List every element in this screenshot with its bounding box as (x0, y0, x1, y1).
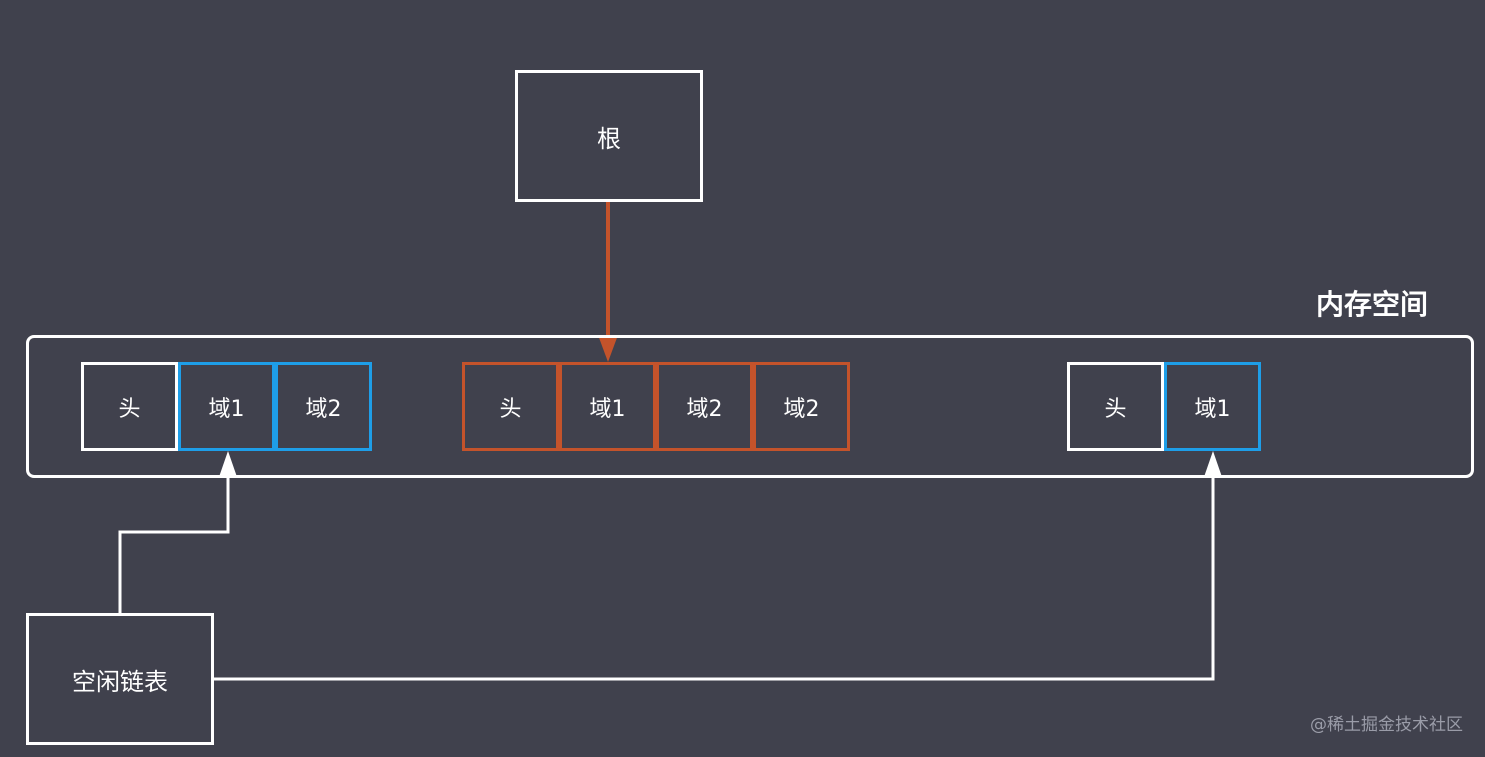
cell-label: 头 (118, 396, 141, 422)
block-3-field-1-cell: 域1 (1164, 362, 1261, 451)
cell-label: 域2 (305, 396, 342, 422)
free-list-arrowhead-2 (1204, 451, 1222, 477)
cell-label: 头 (1104, 396, 1127, 422)
cell-label: 头 (499, 396, 522, 422)
cell-label: 域1 (1194, 396, 1231, 422)
block-1-field-2-cell: 域2 (275, 362, 372, 451)
block-2-field-2-cell: 域2 (656, 362, 753, 451)
block-1-header-cell: 头 (81, 362, 178, 451)
free-list-link-1 (118, 470, 230, 613)
watermark: @稀土掘金技术社区 (1310, 715, 1463, 735)
root-label: 根 (597, 124, 621, 153)
root-pointer-arrowhead (598, 335, 618, 362)
free-list-link-2 (214, 470, 1215, 681)
free-list-arrowhead-1 (219, 451, 237, 477)
cell-label: 域2 (783, 396, 820, 422)
block-3-header-cell: 头 (1067, 362, 1164, 451)
memory-space-frame (26, 335, 1474, 478)
cell-label: 域2 (686, 396, 723, 422)
cell-label: 域1 (589, 396, 626, 422)
cell-label: 域1 (208, 396, 245, 422)
memory-space-label: 内存空间 (1316, 288, 1429, 321)
root-box: 根 (515, 70, 703, 202)
block-1-field-1-cell: 域1 (178, 362, 275, 451)
block-2-field-1-cell: 域1 (559, 362, 656, 451)
free-list-label: 空闲链表 (72, 667, 168, 696)
block-2-field-3-cell: 域2 (753, 362, 850, 451)
free-list-box: 空闲链表 (26, 613, 214, 745)
block-2-header-cell: 头 (462, 362, 559, 451)
